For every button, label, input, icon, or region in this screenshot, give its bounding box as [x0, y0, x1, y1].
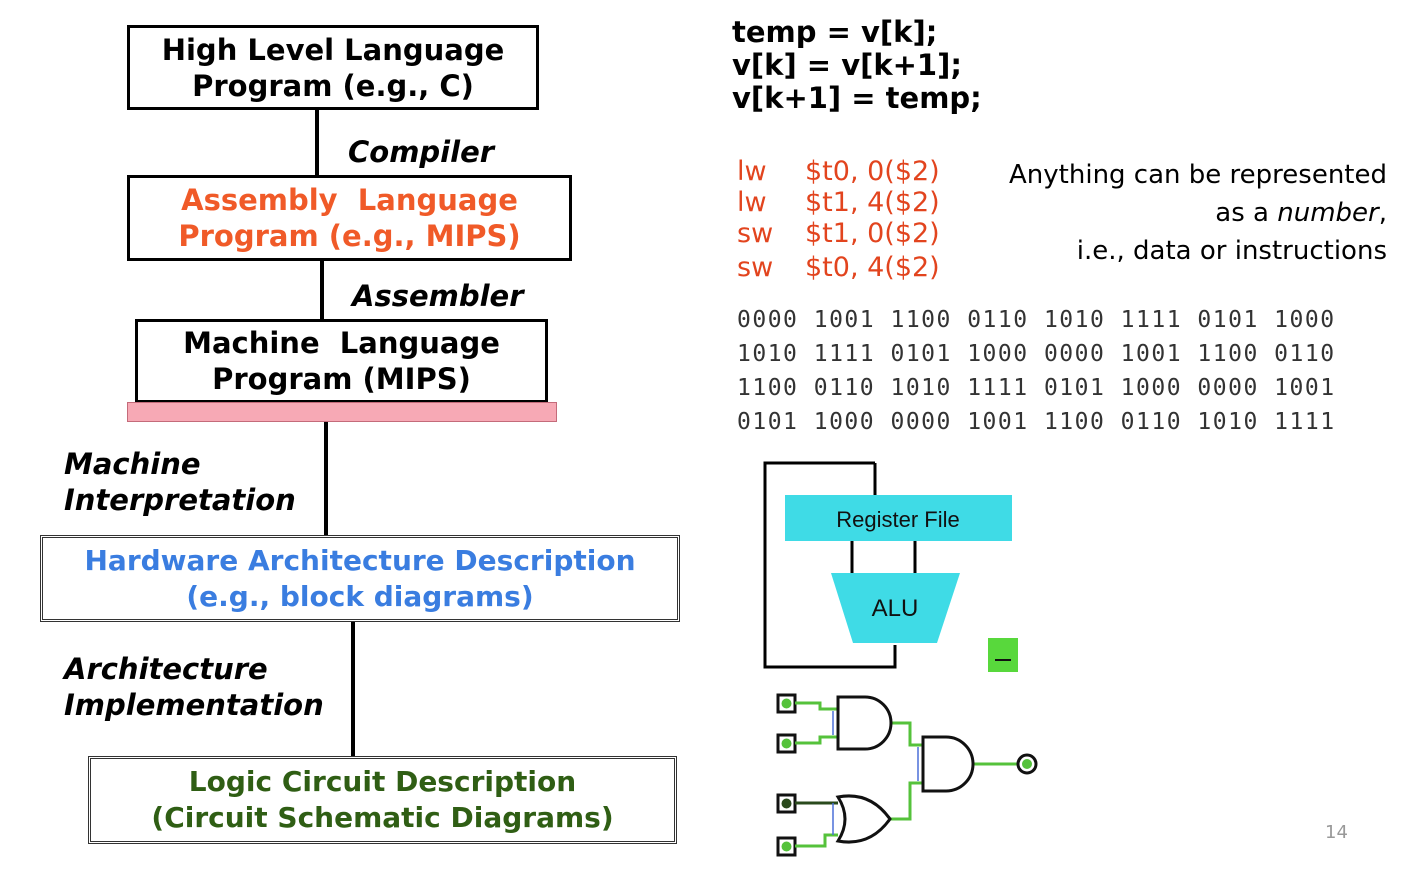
- machine-interpretation-label: Machine Interpretation: [64, 446, 296, 518]
- binary-row: 1010 1111 0101 1000 0000 1001 1100 0110: [737, 341, 1336, 367]
- high-level-language-box: High Level Language Program (e.g., C): [127, 25, 539, 110]
- asm-line1: Assembly Language: [181, 183, 518, 217]
- hw-line1: Hardware Architecture Description: [84, 543, 636, 577]
- asm-op: lw: [737, 187, 767, 218]
- wire: [888, 781, 923, 821]
- connector-architecture-implementation: [351, 622, 355, 756]
- asm-args: $t1, 4($2): [805, 187, 940, 218]
- asm-op: lw: [737, 156, 767, 187]
- asm-instruction: lw $t0, 0($2): [737, 156, 957, 188]
- machine-code-binary: 0000 1001 1100 0110 1010 1111 0101 1000 …: [737, 303, 1336, 439]
- c-code: temp = v[k]; v[k] = v[k+1]; v[k+1] = tem…: [732, 16, 982, 115]
- assembly-code: lw $t0, 0($2) lw $t1, 4($2) sw $t1, 0($2…: [737, 156, 957, 286]
- binary-row: 0101 1000 0000 1001 1100 0110 1010 1111: [737, 409, 1336, 435]
- asm-args: $t1, 0($2): [805, 218, 940, 249]
- asm-args: $t0, 0($2): [805, 156, 940, 187]
- asm-instruction: sw $t1, 0($2): [737, 218, 957, 250]
- alu-block: [831, 573, 960, 643]
- wire: [795, 735, 838, 745]
- asm-op: sw: [737, 252, 774, 283]
- architecture-implementation-label: Architecture Implementation: [64, 651, 324, 723]
- status-indicator: [988, 638, 1018, 672]
- binary-row: 0000 1001 1100 0110 1010 1111 0101 1000: [737, 307, 1336, 333]
- ml-line1: Machine Language: [183, 326, 500, 360]
- connector-machine-interpretation: [324, 422, 328, 535]
- asm-instruction: lw $t1, 4($2): [737, 187, 957, 219]
- connector-compiler: [315, 110, 319, 175]
- wire: [888, 721, 923, 747]
- logic-circuit: [776, 693, 1038, 857]
- note-emphasis: number: [1277, 198, 1379, 228]
- arch-impl-line1: Architecture: [64, 652, 268, 686]
- asm-instruction: sw $t0, 4($2): [737, 252, 957, 284]
- asm-args: $t0, 4($2): [805, 252, 940, 283]
- c-code-line: v[k] = v[k+1];: [732, 48, 962, 82]
- logic-line2: (Circuit Schematic Diagrams): [151, 801, 614, 834]
- hw-line2: (e.g., block diagrams): [186, 579, 534, 613]
- logic-line1: Logic Circuit Description: [188, 765, 577, 798]
- alu-label: ALU: [872, 595, 919, 622]
- compiler-label: Compiler: [348, 135, 495, 169]
- wire: [795, 701, 838, 711]
- wire: [795, 833, 838, 848]
- assembly-language-box: Assembly Language Program (e.g., MIPS): [127, 175, 572, 261]
- c-code-line: temp = v[k];: [732, 15, 938, 49]
- machine-interp-line1: Machine: [64, 447, 201, 481]
- register-file-block: [785, 495, 1012, 541]
- machine-language-bar: [127, 402, 557, 422]
- logic-circuit-box: Logic Circuit Description (Circuit Schem…: [88, 756, 677, 844]
- block-diagram: Register File ALU: [763, 461, 1018, 672]
- or-gate: [835, 794, 892, 844]
- register-file-label: Register File: [836, 507, 959, 532]
- hardware-architecture-box: Hardware Architecture Description (e.g.,…: [40, 535, 680, 622]
- arch-impl-line2: Implementation: [64, 688, 324, 722]
- and-gate: [836, 695, 893, 751]
- note-line2-prefix: as a: [1215, 198, 1278, 228]
- feedback-wire: [763, 461, 897, 669]
- ml-line2: Program (MIPS): [212, 362, 471, 396]
- assembler-label: Assembler: [352, 279, 524, 313]
- asm-line2: Program (e.g., MIPS): [178, 219, 521, 253]
- note-line2: as a number,: [987, 194, 1387, 232]
- note-line3: i.e., data or instructions: [1076, 236, 1387, 266]
- connector-assembler: [320, 261, 324, 319]
- and-gate: [921, 735, 975, 793]
- hll-line2: Program (e.g., C): [192, 68, 474, 103]
- machine-interp-line2: Interpretation: [64, 483, 296, 517]
- slide-number: 14: [1325, 822, 1348, 843]
- c-code-line: v[k+1] = temp;: [732, 81, 982, 115]
- asm-op: sw: [737, 218, 774, 249]
- note-line1: Anything can be represented: [1009, 160, 1387, 190]
- machine-language-box: Machine Language Program (MIPS): [135, 319, 548, 403]
- binary-row: 1100 0110 1010 1111 0101 1000 0000 1001: [737, 375, 1336, 401]
- representation-note: Anything can be represented as a number,…: [987, 156, 1387, 270]
- hll-line1: High Level Language: [161, 32, 505, 67]
- note-line2-suffix: ,: [1378, 198, 1387, 228]
